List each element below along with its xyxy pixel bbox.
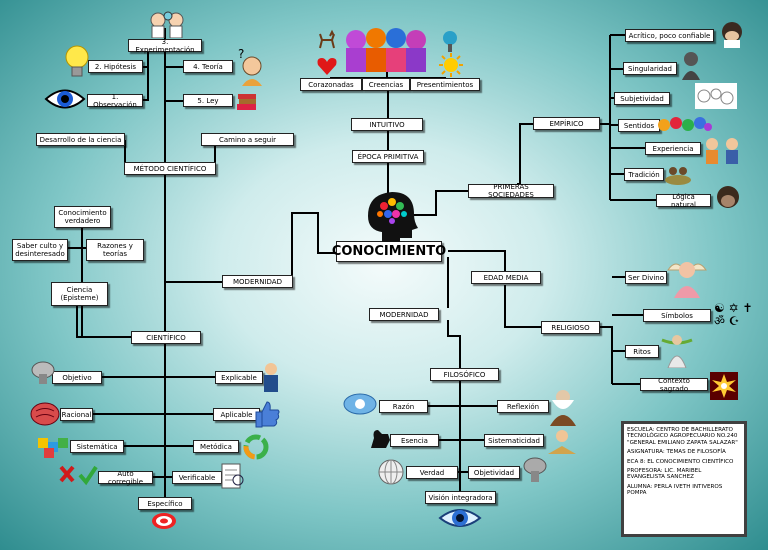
node-metodica: Metódica [193, 440, 239, 453]
angel-icon [667, 262, 707, 298]
deer-icon [319, 29, 335, 49]
info-profesora: PROFESORA: LIC. MARIBEL EVANGELISTA SANC… [627, 468, 702, 481]
node-empirico: EMPÍRICO [533, 117, 600, 130]
node-verificable: Verificable [172, 471, 222, 484]
node-camino-seguir: Camino a seguir [201, 133, 294, 146]
node-singularidad: Singularidad [623, 62, 677, 75]
chimp-icon [717, 186, 739, 208]
explosion-icon [710, 372, 738, 400]
node-tradicion: Tradición [624, 168, 664, 181]
eye-icon [44, 89, 86, 109]
religious-symbols-icon: ☯ ✡ ✝ॐ ☪ [714, 301, 753, 328]
thinker-icon [550, 390, 576, 426]
node-primeras-sociedades: PRIMERAS SOCIEDADES [468, 183, 554, 199]
node-desarrollo-ciencia: Desarrollo de la ciencia [36, 133, 125, 146]
cycle-icon [243, 434, 269, 460]
node-edad-media: EDAD MEDIA [471, 271, 541, 284]
node-intuitivo: INTUITIVO [351, 118, 423, 131]
statue-icon [682, 52, 700, 80]
node-explicable: Explicable [215, 371, 263, 384]
sun-icon [439, 53, 463, 77]
node-ley: 5. Ley [183, 94, 233, 107]
node-cientifico: CIENTÍFICO [131, 331, 201, 344]
info-asignatura: ASIGNATURA: TEMAS DE FILOSOFÍA [627, 449, 726, 456]
node-corazonadas: Corazonadas [300, 78, 362, 91]
node-sistematicidad: Sistematicidad [484, 434, 544, 447]
node-racional: Racional [60, 408, 93, 421]
mushroom-icon [31, 361, 55, 384]
info-eca: ECA 8: EL CONOCIMIENTO CIENTÍFICO [627, 458, 734, 465]
node-hipotesis: 2. Hipótesis [88, 60, 143, 73]
node-auto-corregible: Auto corregible [98, 470, 153, 486]
node-contexto-sagrado: Contexto sagrado [640, 377, 708, 393]
node-especifico: Específico [138, 497, 192, 510]
node-conocimiento-verdadero: Conocimiento verdadero [54, 206, 111, 228]
checklist-icon [221, 463, 244, 489]
brain-head-icon [368, 192, 418, 242]
dog-icon [371, 430, 390, 448]
puzzle-icon [38, 438, 68, 458]
bubbles-icon [695, 83, 737, 109]
monkey-icon [722, 22, 742, 48]
heart-icon [317, 58, 337, 75]
node-objetividad: Objetividad [468, 466, 520, 479]
info-escuela: ESCUELA: CENTRO DE BACHILLERATO TECNOLÓG… [627, 427, 738, 446]
node-esencia: Esencia [390, 434, 439, 447]
node-simbolos: Símbolos [643, 309, 711, 322]
node-ser-divino: Ser Divino [625, 271, 667, 284]
book-reader-icon [548, 430, 576, 454]
node-saber-culto: Saber culto y desinteresado [12, 239, 68, 261]
node-vision-integradora: Visión integradora [425, 491, 496, 504]
node-verdad: Verdad [406, 466, 458, 479]
target-icon [152, 513, 176, 529]
node-subjetividad: Subjetividad [614, 92, 670, 105]
node-epoca-primitiva: ÉPOCA PRIMITIVA [352, 150, 424, 163]
people-crowd-icon [346, 28, 426, 72]
node-sentidos: Sentidos [618, 119, 660, 132]
node-experimentacion: 3. Experimentación [128, 38, 202, 54]
node-observacion: 1. Observación [87, 93, 143, 109]
wrong-right-icon [59, 465, 98, 486]
globe-icon [378, 459, 404, 485]
node-razones-teorias: Razones y teorías [86, 239, 144, 261]
senses-icon [658, 117, 712, 131]
node-razon: Razón [379, 400, 428, 413]
thinking-person-icon: ? [238, 47, 262, 86]
praying-figure-icon [661, 335, 693, 368]
pointing-man-icon [264, 363, 278, 392]
brain-icon [30, 402, 60, 426]
node-ritos: Ritos [625, 345, 659, 358]
node-creencias: Creencias [362, 78, 410, 91]
node-sistematica: Sistemática [70, 440, 124, 453]
tribe-icon [665, 167, 691, 185]
node-filosofico: FILOSÓFICO [430, 368, 499, 381]
scientists-icon [150, 11, 184, 38]
node-experiencia: Experiencia [645, 142, 701, 155]
thumbs-up-icon [255, 401, 280, 428]
node-modernidad-left: MODERNIDAD [222, 275, 293, 288]
info-box: ESCUELA: CENTRO DE BACHILLERATO TECNOLÓG… [621, 421, 747, 537]
node-reflexion: Reflexión [497, 400, 549, 413]
node-ciencia-episteme: Ciencia (Episteme) [51, 282, 108, 306]
eye-view-icon [438, 509, 482, 527]
node-teoria: 4. Teoría [183, 60, 233, 73]
node-modernidad-center: MODERNIDAD [369, 308, 439, 321]
info-alumna: ALUMNA: PERLA IVETH INTIVEROS POMPA [627, 483, 723, 497]
businessmen-icon [706, 138, 738, 164]
center-node: CONOCIMIENTO [332, 241, 446, 262]
node-religioso: RELIGIOSO [541, 321, 600, 334]
lightbulb-icon [65, 45, 89, 77]
node-acritico: Acrítico, poco confiable [625, 29, 714, 42]
zodiac-icon [343, 393, 377, 415]
svg-text:?: ? [238, 47, 244, 61]
node-aplicable: Aplicable [213, 408, 260, 421]
node-logica-natural: Lógica natural [656, 193, 711, 209]
books-icon [237, 94, 256, 110]
node-objetivo: Objetivo [52, 371, 102, 384]
mushroom-icon-2 [523, 457, 547, 482]
node-presentimientos: Presentimientos [410, 78, 480, 91]
node-metodo-cientifico: MÉTODO CIENTÍFICO [124, 162, 216, 175]
tree-icon [443, 31, 457, 52]
